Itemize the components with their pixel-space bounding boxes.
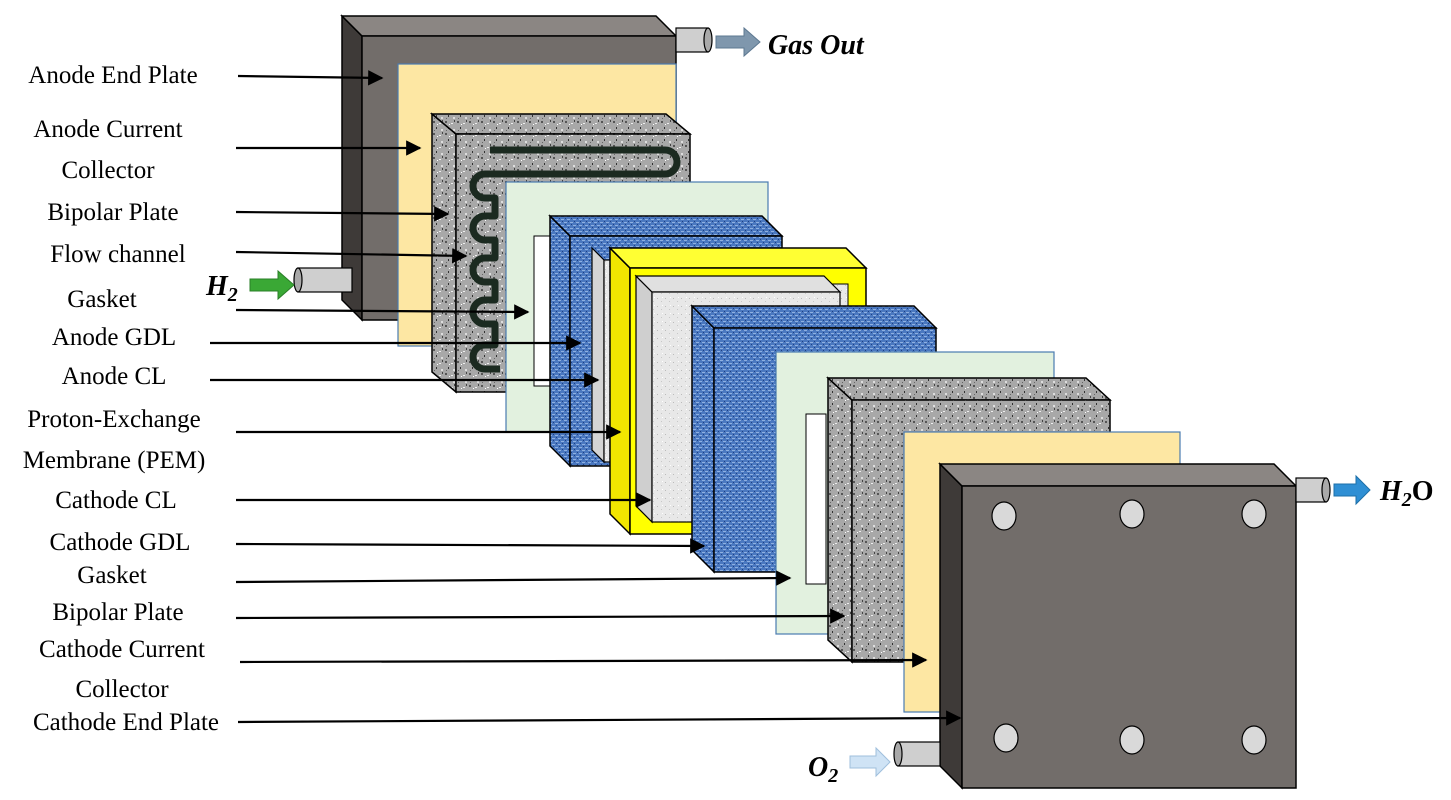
label-pem-line1: Proton-Exchange — [27, 406, 201, 433]
h2-label: H2 — [205, 271, 238, 306]
h2o-arrow-icon — [1333, 474, 1371, 506]
leader-lines — [210, 70, 962, 726]
o2-label-main: O — [808, 752, 828, 783]
h2-label-main: H — [205, 271, 229, 302]
h2-arrow-icon — [249, 269, 295, 301]
o2-inlet-pipe-icon — [893, 741, 941, 767]
leader-cathode-current-collector — [239, 652, 928, 668]
label-cathode-gdl: Cathode GDL — [50, 529, 191, 556]
label-anode-current-collector-line2: Collector — [61, 157, 155, 184]
leader-anode-bipolar-plate — [235, 206, 450, 222]
gas-out-pipe-icon — [675, 27, 713, 53]
cathode-end-plate-block — [938, 462, 1331, 790]
label-flow-channel: Flow channel — [50, 241, 185, 268]
label-anode-bipolar-plate: Bipolar Plate — [47, 199, 178, 226]
h2-label-sub: 2 — [227, 284, 238, 306]
leader-anode-gasket — [235, 304, 530, 320]
h2o-outlet-pipe-icon — [1295, 477, 1331, 503]
gas-out-arrow-icon — [715, 26, 761, 58]
flow-channel-serpentine — [469, 146, 681, 373]
gas-out-label: Gas Out — [768, 30, 865, 61]
leader-cathode-gdl — [235, 538, 706, 554]
label-cathode-gasket: Gasket — [77, 562, 146, 589]
o2-label-sub: 2 — [827, 765, 838, 787]
label-cathode-end-plate: Cathode End Plate — [33, 709, 219, 736]
h2-inlet-pipe-icon — [293, 267, 353, 293]
label-cathode-current-collector-line2: Collector — [75, 676, 169, 703]
leader-flow-channel — [235, 248, 468, 264]
bolt-hole-icons — [991, 499, 1267, 755]
h2o-label: H2O — [1379, 476, 1434, 511]
o2-arrow-icon — [849, 746, 891, 778]
label-anode-end-plate: Anode End Plate — [28, 62, 197, 89]
leader-cathode-gasket — [235, 570, 792, 586]
o2-label: O2 — [808, 752, 838, 787]
leader-cathode-bipolar-plate — [235, 608, 846, 624]
label-cathode-cl: Cathode CL — [55, 487, 177, 514]
label-pem-line2: Membrane (PEM) — [23, 447, 206, 474]
h2o-label-tail: O — [1412, 476, 1434, 507]
h2o-label-main: H — [1379, 476, 1403, 507]
label-anode-gasket: Gasket — [67, 286, 136, 313]
label-anode-current-collector-line1: Anode Current — [33, 116, 182, 143]
leader-anode-end-plate — [237, 70, 384, 86]
leader-cathode-end-plate — [237, 710, 962, 726]
label-cathode-current-collector-line1: Cathode Current — [39, 636, 205, 663]
h2o-label-sub: 2 — [1401, 489, 1412, 511]
label-cathode-bipolar-plate: Bipolar Plate — [52, 599, 183, 626]
label-anode-gdl: Anode GDL — [52, 324, 176, 351]
label-anode-cl: Anode CL — [62, 363, 167, 390]
